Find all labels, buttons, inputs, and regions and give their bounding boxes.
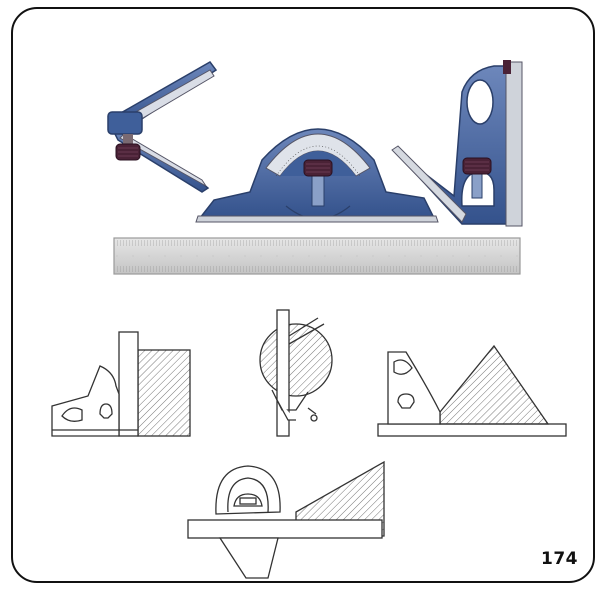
square-head xyxy=(391,60,523,227)
usage-protractor-angle-measure xyxy=(187,460,385,579)
usage-45-degree-mitre xyxy=(377,344,567,437)
bevel-protractor xyxy=(195,128,439,223)
usage-centre-finding-round-bar xyxy=(259,309,333,437)
centre-head xyxy=(107,61,218,193)
page-number: 174 xyxy=(541,549,578,569)
usage-square-against-block xyxy=(51,331,191,437)
page-frame xyxy=(11,7,595,583)
steel-rule xyxy=(113,237,521,275)
